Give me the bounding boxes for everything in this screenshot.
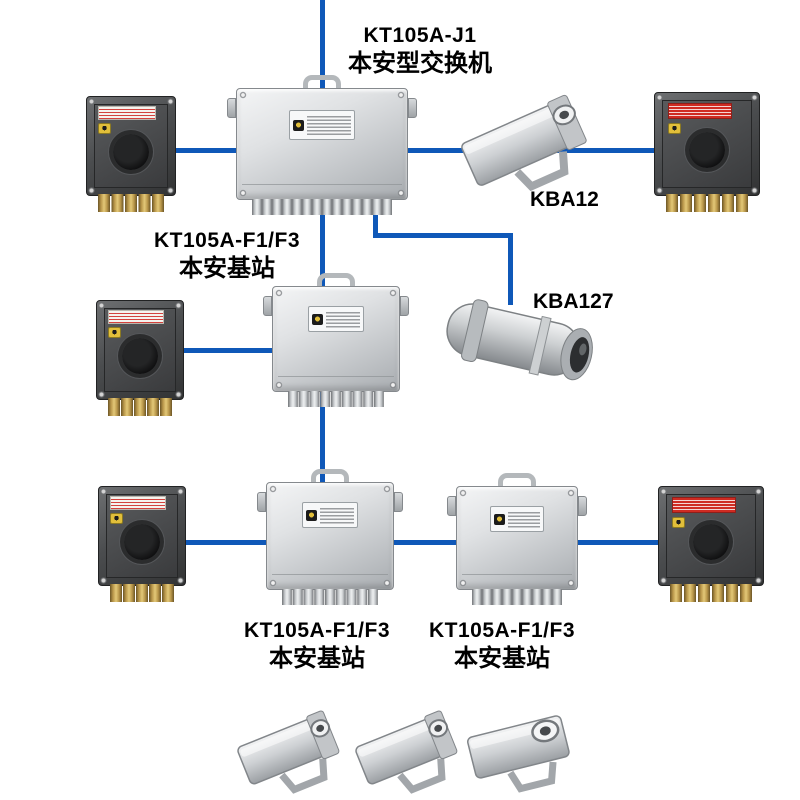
nameplate [289, 110, 355, 140]
corner-screws-icon [269, 485, 391, 587]
ma-cert-icon [668, 123, 681, 134]
corner-screws-icon [239, 91, 405, 197]
cable-entry-hole [122, 338, 158, 374]
switch-label: KT105A-J1 本安型交换机 [320, 22, 520, 78]
base-mid-name-label: 本安基站 [179, 255, 275, 282]
base-bottom-right-label: KT105A-F1/F3 本安基站 [402, 617, 602, 673]
cable-switch-kba127-drop [508, 233, 513, 305]
brass-cable-glands [108, 398, 172, 416]
camera-kba127 [446, 299, 593, 381]
brass-cable-glands [98, 194, 164, 212]
mount-ear [263, 296, 272, 316]
brass-cable-glands [670, 584, 752, 602]
junction-box-right-2 [658, 486, 764, 602]
nameplate [308, 306, 364, 332]
ma-cert-icon [306, 509, 317, 521]
base-station-device-3 [447, 473, 587, 605]
cable-entry-hole [124, 524, 160, 560]
nameplate-text-lines [320, 506, 354, 524]
nameplate-text-lines [508, 510, 540, 528]
kba127-label: KBA127 [533, 290, 614, 313]
ma-cert-icon [293, 119, 304, 131]
mount-ear [408, 98, 417, 118]
cable-switch-kba127-horizontal [373, 233, 513, 238]
junction-box-left-3 [98, 486, 186, 602]
junction-box-right-1 [654, 92, 760, 212]
camera-kba12 [461, 94, 587, 192]
base-bottom-left-label: KT105A-F1/F3 本安基站 [217, 617, 417, 673]
base-bottom-left-model-label: KT105A-F1/F3 [243, 619, 391, 642]
warning-label [108, 310, 164, 324]
brass-cable-glands [666, 194, 748, 212]
cable-switch-base2 [320, 200, 325, 288]
warning-label-red [668, 103, 732, 119]
switch-device [227, 75, 417, 215]
camera-bottom-1 [237, 710, 340, 794]
carry-handle [498, 473, 536, 488]
mount-ear [400, 296, 409, 316]
mount-ear [394, 492, 403, 512]
switch-model-label: KT105A-J1 [363, 24, 477, 47]
cable-glands [252, 199, 392, 215]
nameplate [302, 502, 358, 528]
ma-cert-icon [110, 513, 123, 524]
kba12-label: KBA12 [530, 188, 599, 211]
base-station-device-1 [263, 273, 409, 407]
mount-ear [447, 496, 456, 516]
base-mid-model-label: KT105A-F1/F3 [153, 229, 301, 252]
base-station-device-2 [257, 469, 403, 605]
cable-glands [472, 589, 562, 605]
base-bottom-right-name-label: 本安基站 [454, 645, 550, 672]
enclosure-seam [242, 184, 402, 185]
enclosure-seam [462, 574, 572, 575]
cable-top-feed [320, 0, 325, 90]
nameplate-text-lines [326, 310, 360, 328]
cable-glands [282, 589, 378, 605]
warning-label [98, 106, 156, 120]
junction-box-left-1 [86, 96, 176, 212]
camera-bottom-3 [467, 715, 570, 793]
nameplate-text-lines [307, 114, 351, 136]
cable-base3-base4 [392, 540, 458, 545]
base-bottom-left-name-label: 本安基站 [269, 645, 365, 672]
ma-cert-icon [494, 513, 505, 525]
cable-leftbox2-base2 [182, 348, 274, 353]
mount-ear [227, 98, 236, 118]
cable-switch-kba127-stub [373, 200, 378, 238]
cable-entry-hole [689, 132, 725, 169]
cable-base2-base3 [320, 392, 325, 484]
corner-screws-icon [459, 489, 575, 587]
ma-cert-icon [98, 123, 111, 134]
mount-ear [578, 496, 587, 516]
switch-name-label: 本安型交换机 [348, 50, 492, 77]
cable-glands [288, 391, 384, 407]
cable-entry-hole [113, 134, 149, 170]
base-mid-label: KT105A-F1/F3 本安基站 [127, 227, 327, 283]
carry-handle [311, 469, 349, 484]
ma-cert-icon [108, 327, 121, 338]
brass-cable-glands [110, 584, 174, 602]
cable-base4-rightbox2 [576, 540, 660, 545]
warning-label-red [672, 497, 736, 513]
ma-cert-icon [312, 313, 323, 325]
enclosure-seam [272, 574, 388, 575]
ma-cert-icon [672, 517, 685, 528]
cable-entry-hole [693, 524, 729, 560]
corner-screws-icon [275, 289, 397, 389]
carry-handle [317, 273, 355, 288]
base-bottom-right-model-label: KT105A-F1/F3 [428, 619, 576, 642]
enclosure-seam [278, 376, 394, 377]
nameplate [490, 506, 544, 532]
camera-bottom-2 [355, 710, 458, 794]
mount-ear [257, 492, 266, 512]
cable-leftbox1-switch [174, 148, 238, 153]
junction-box-left-2 [96, 300, 184, 416]
warning-label [110, 496, 166, 510]
cable-leftbox3-base3 [184, 540, 268, 545]
carry-handle [303, 75, 341, 90]
